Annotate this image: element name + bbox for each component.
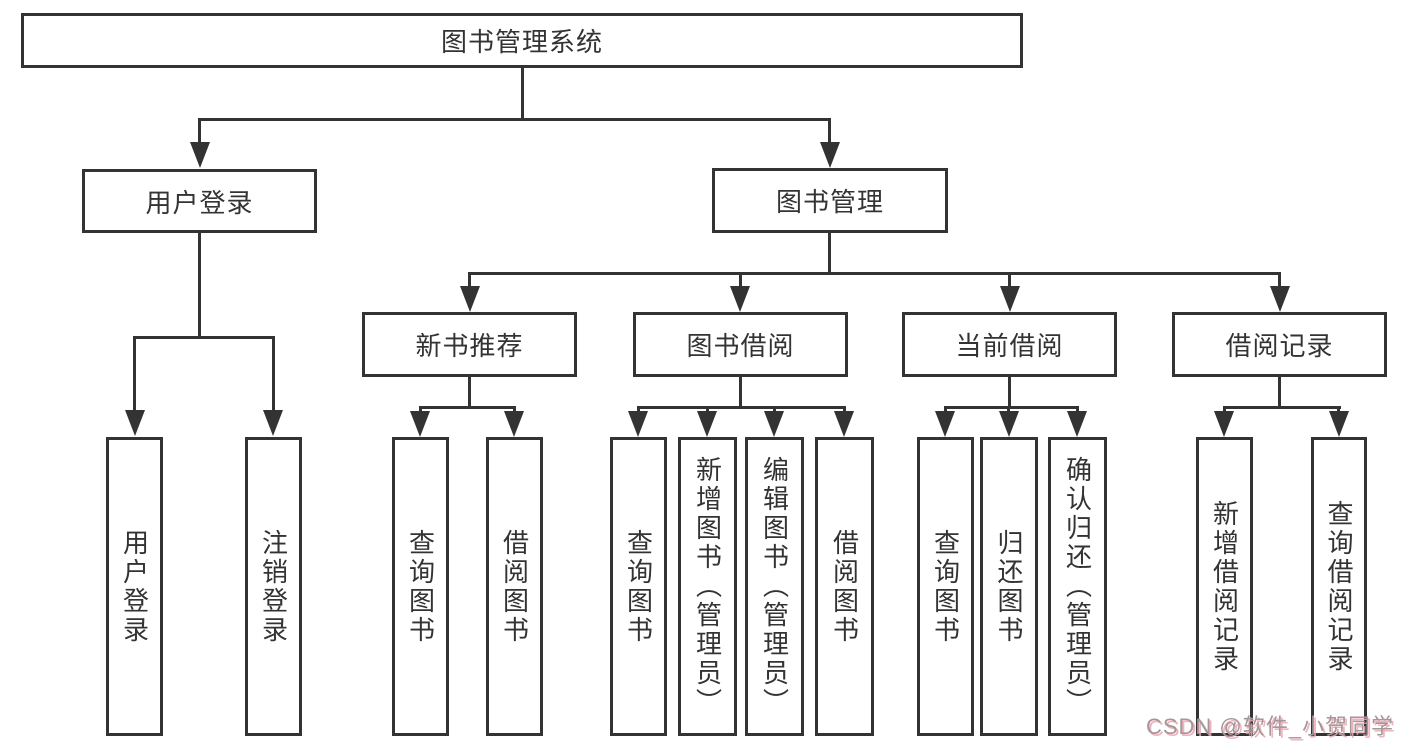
node-new-book-recommendation: 新书推荐 [362,312,577,377]
connector-line [133,336,275,339]
connector-line [468,272,471,288]
leaf-add-borrow-record: 新增借阅记录 [1196,437,1253,736]
connector-line [1278,272,1281,288]
connector-line [419,406,422,413]
connector-line [637,406,640,413]
arrow-down-icon [730,286,750,312]
arrow-down-icon [125,410,145,436]
connector-line [513,406,516,413]
connector-line [133,336,136,412]
arrow-down-icon [1000,286,1020,312]
arrow-down-icon [410,411,430,437]
arrow-down-icon [263,410,283,436]
node-library-system: 图书管理系统 [21,13,1023,68]
node-book-management: 图书管理 [712,168,948,233]
connector-line [944,406,947,413]
connector-line [1337,406,1340,413]
leaf-query-books-current: 查询图书 [917,437,974,736]
arrow-down-icon [834,411,854,437]
connector-line [706,406,709,413]
connector-line [272,336,275,412]
connector-line [198,118,831,121]
leaf-logout-login: 注销登录 [245,437,302,736]
connector-line [1223,406,1226,413]
connector-line [739,272,742,288]
arrow-down-icon [935,411,955,437]
connector-line [1007,406,1010,413]
node-user-login: 用户登录 [82,169,317,233]
connector-line [1008,272,1011,288]
arrow-down-icon [460,286,480,312]
connector-line [419,406,516,409]
arrow-down-icon [504,411,524,437]
arrow-down-icon [628,411,648,437]
leaf-edit-books-admin: 编辑图书（管理员） [745,437,804,736]
node-current-borrowing: 当前借阅 [902,312,1117,377]
connector-line [828,233,831,272]
connector-line [521,68,524,118]
leaf-query-books-borrowing: 查询图书 [610,437,667,736]
connector-line [1278,377,1281,406]
node-book-borrowing: 图书借阅 [633,312,848,377]
connector-line [637,406,846,409]
watermark: CSDN @软件_小贺同学 [1145,714,1394,739]
connector-line [1008,377,1011,406]
connector-line [843,406,846,413]
leaf-borrow-books-recommend: 借阅图书 [486,437,543,736]
leaf-borrow-books-borrowing: 借阅图书 [815,437,874,736]
connector-line [468,377,471,406]
node-borrowing-records: 借阅记录 [1172,312,1387,377]
leaf-return-books: 归还图书 [980,437,1038,736]
connector-line [773,406,776,413]
arrow-down-icon [697,411,717,437]
leaf-add-books-admin: 新增图书（管理员） [678,437,737,736]
arrow-down-icon [1214,411,1234,437]
connector-line [1223,406,1341,409]
connector-line [1076,406,1079,413]
leaf-confirm-return-admin: 确认归还（管理员） [1048,437,1107,736]
arrow-down-icon [1329,411,1349,437]
leaf-query-books-recommend: 查询图书 [392,437,449,736]
leaf-user-login: 用户登录 [106,437,163,736]
connector-line [739,377,742,406]
connector-line [468,272,1281,275]
leaf-query-borrow-record: 查询借阅记录 [1311,437,1367,736]
arrow-down-icon [1270,286,1290,312]
arrow-down-icon [1067,411,1087,437]
arrow-down-icon [999,411,1019,437]
arrow-down-icon [820,142,840,168]
connector-line [198,233,201,336]
connector-line [944,406,1079,409]
connector-line [198,118,201,142]
arrow-down-icon [190,142,210,168]
arrow-down-icon [764,411,784,437]
connector-line [828,118,831,142]
